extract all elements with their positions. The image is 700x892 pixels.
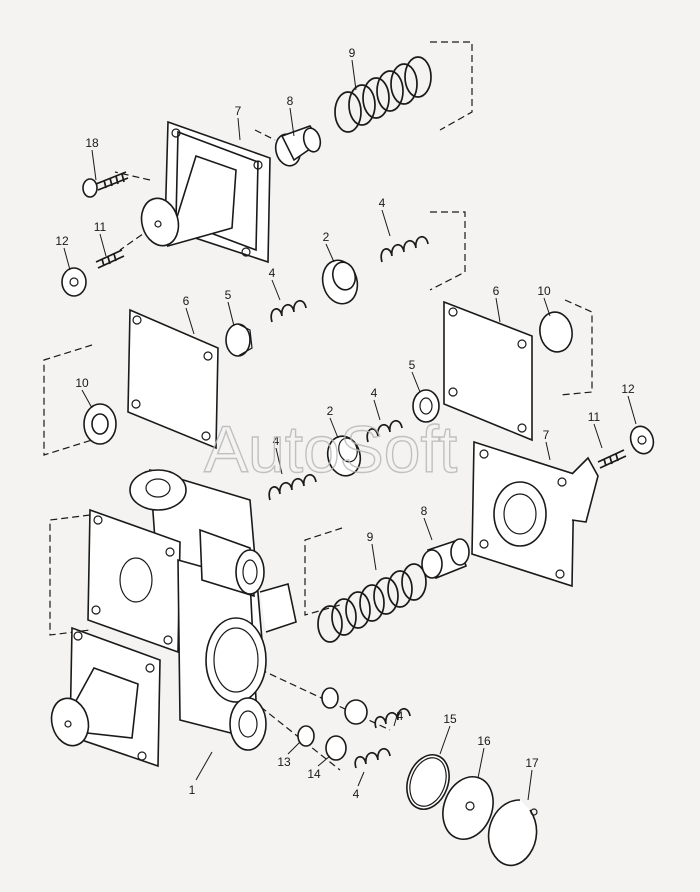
callout-4-left-middle: 4 <box>273 434 280 448</box>
leader-lines <box>63 59 637 801</box>
callout-2-middle: 2 <box>327 404 334 418</box>
bushing-part-8-lower <box>421 538 470 580</box>
callout-labels: 18 7 8 9 12 11 2 4 4 5 6 6 10 10 5 4 2 4… <box>55 46 635 801</box>
callout-15: 15 <box>443 712 457 726</box>
side-cover-part-7-right <box>471 440 599 588</box>
spring-part-9-top <box>334 56 432 133</box>
screw-part-11-left <box>95 249 125 269</box>
callout-9-top: 9 <box>349 46 356 60</box>
spring-part-4-upper-left <box>270 299 307 323</box>
callout-11-right: 11 <box>588 410 601 424</box>
callout-9-lower: 9 <box>367 530 374 544</box>
callout-7-top: 7 <box>235 104 242 118</box>
callout-4-lower-upper: 4 <box>397 709 404 723</box>
callout-1: 1 <box>189 783 196 797</box>
gasket-part-6-right <box>443 300 533 442</box>
washer-part-12-right <box>629 425 655 455</box>
spring-part-4-upper-right <box>380 235 429 263</box>
valve-seat-part-2-top <box>321 259 359 305</box>
cap-part-14-upper <box>344 699 368 725</box>
callout-5-left: 5 <box>225 288 232 302</box>
spring-part-9-lower <box>317 563 427 643</box>
cap-part-14-lower <box>325 735 347 761</box>
disc-part-10-left <box>83 403 117 445</box>
spring-part-4-left-middle <box>268 473 317 501</box>
callout-7-right: 7 <box>543 428 550 442</box>
callout-16: 16 <box>477 734 491 748</box>
callout-4-upper-right: 4 <box>379 196 386 210</box>
callout-6-right: 6 <box>493 284 500 298</box>
callout-17: 17 <box>525 756 539 770</box>
spring-part-4-middle <box>366 419 403 443</box>
washer-part-12-left <box>61 267 87 297</box>
plug-part-13-lower <box>297 725 315 747</box>
plug-part-13-upper <box>321 687 339 709</box>
screw-part-18 <box>82 171 129 198</box>
seal-ring-part-15 <box>406 754 450 810</box>
callout-13: 13 <box>277 755 291 769</box>
spring-part-4-lower <box>354 747 391 769</box>
watermark: AutoSoft <box>204 412 457 486</box>
callout-10-left: 10 <box>75 376 89 390</box>
retaining-ring-part-17 <box>487 799 538 867</box>
top-cover-part-7 <box>140 120 271 264</box>
callout-8-lower: 8 <box>421 504 428 518</box>
callout-8-top: 8 <box>287 94 294 108</box>
screw-part-11-right <box>597 449 627 469</box>
callout-4-middle: 4 <box>371 386 378 400</box>
disc-part-10-right <box>539 311 573 353</box>
valve-seat-part-2-middle <box>326 435 362 477</box>
callout-12-left: 12 <box>55 234 69 248</box>
spring-part-4-lower-upper <box>374 707 411 729</box>
diaphragm-part-16 <box>442 776 494 840</box>
valve-body-part-1 <box>50 468 297 768</box>
gasket-part-6-left <box>127 308 219 450</box>
callout-14: 14 <box>307 767 321 781</box>
callout-10-right: 10 <box>537 284 551 298</box>
callout-18: 18 <box>85 136 99 150</box>
poppet-part-5-right <box>412 389 440 423</box>
callout-12-right: 12 <box>621 382 635 396</box>
poppet-part-5-left <box>225 323 253 357</box>
callout-2-top: 2 <box>323 230 330 244</box>
callout-11-left: 11 <box>94 220 107 234</box>
callout-6-left: 6 <box>183 294 190 308</box>
bushing-part-8-top <box>274 125 322 167</box>
callout-4-lower: 4 <box>353 787 360 801</box>
callout-4-upper-left: 4 <box>269 266 276 280</box>
callout-5-right: 5 <box>409 358 416 372</box>
